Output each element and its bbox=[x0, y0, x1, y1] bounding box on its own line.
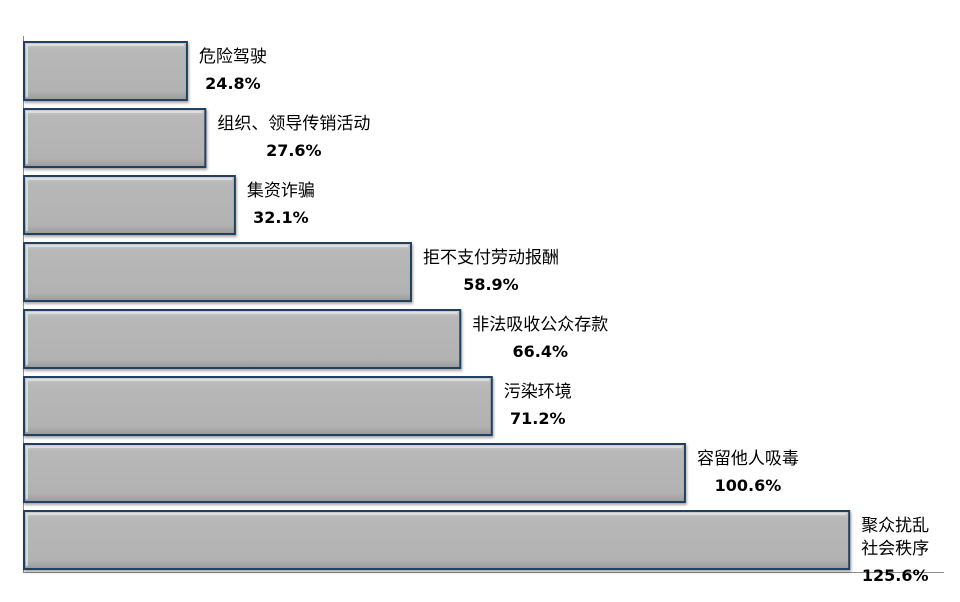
value-label: 71.2% bbox=[510, 409, 566, 428]
value-label: 58.9% bbox=[463, 275, 519, 294]
bar-group: 集资诈骗 32.1% bbox=[23, 175, 315, 235]
bar bbox=[23, 510, 851, 570]
value-label: 27.6% bbox=[266, 141, 322, 160]
bar bbox=[23, 41, 188, 101]
value-label: 66.4% bbox=[512, 342, 568, 361]
category-label: 集资诈骗 bbox=[247, 181, 315, 201]
bar-group: 非法吸收公众存款 66.4% bbox=[23, 309, 608, 369]
bar bbox=[23, 175, 236, 235]
category-label: 聚众扰乱 bbox=[861, 516, 929, 536]
bar-bevel bbox=[26, 44, 184, 97]
bar-bevel bbox=[26, 513, 847, 566]
bar bbox=[23, 309, 462, 369]
bar-bevel bbox=[26, 245, 408, 298]
value-label: 24.8% bbox=[205, 74, 261, 93]
bar bbox=[23, 242, 412, 302]
bar bbox=[23, 376, 493, 436]
bar-bevel bbox=[26, 379, 489, 432]
bar-group: 拒不支付劳动报酬 58.9% bbox=[23, 242, 559, 302]
bar bbox=[23, 443, 686, 503]
bar-group: 污染环境 71.2% bbox=[23, 376, 572, 436]
value-label: 100.6% bbox=[715, 476, 782, 495]
category-label: 污染环境 bbox=[504, 382, 572, 402]
bar bbox=[23, 108, 207, 168]
bar-bevel bbox=[26, 178, 232, 231]
category-label: 非法吸收公众存款 bbox=[472, 315, 608, 335]
bar-group: 危险驾驶 24.8% bbox=[23, 41, 267, 101]
bar-bevel bbox=[26, 446, 682, 499]
category-label: 拒不支付劳动报酬 bbox=[423, 248, 559, 268]
category-label: 容留他人吸毒 bbox=[697, 449, 799, 469]
category-label: 危险驾驶 bbox=[199, 47, 267, 67]
category-label: 社会秩序 bbox=[861, 539, 929, 559]
bar-bevel bbox=[26, 312, 458, 365]
bar-group: 组织、领导传销活动 27.6% bbox=[23, 108, 370, 168]
value-label: 32.1% bbox=[253, 208, 309, 227]
bar-group: 容留他人吸毒 100.6% bbox=[23, 443, 799, 503]
value-label: 125.6% bbox=[862, 566, 929, 585]
bar-bevel bbox=[26, 111, 203, 164]
category-label: 组织、领导传销活动 bbox=[217, 114, 370, 134]
